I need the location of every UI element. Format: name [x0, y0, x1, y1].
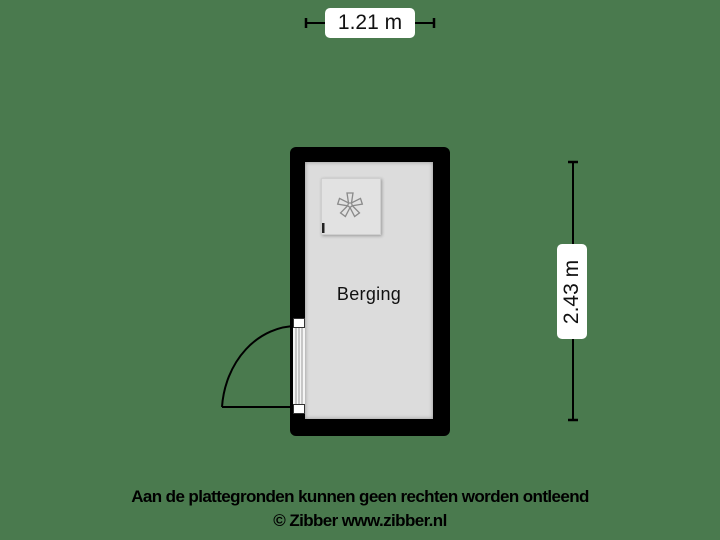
disclaimer-text: Aan de plattegronden kunnen geen rechten…	[131, 487, 589, 506]
height-dimension-label: 2.43 m	[557, 244, 587, 339]
fan-icon	[322, 192, 364, 233]
appliance-unit	[321, 178, 381, 235]
copyright-text: © Zibber www.zibber.nl	[273, 511, 447, 530]
door-frame	[293, 318, 305, 414]
height-dimension-text: 2.43 m	[560, 259, 584, 324]
width-dimension-label: 1.21 m	[325, 8, 415, 38]
room-label: Berging	[336, 284, 402, 304]
width-dimension-text: 1.21 m	[337, 11, 403, 34]
door-swing-icon	[221, 324, 298, 408]
